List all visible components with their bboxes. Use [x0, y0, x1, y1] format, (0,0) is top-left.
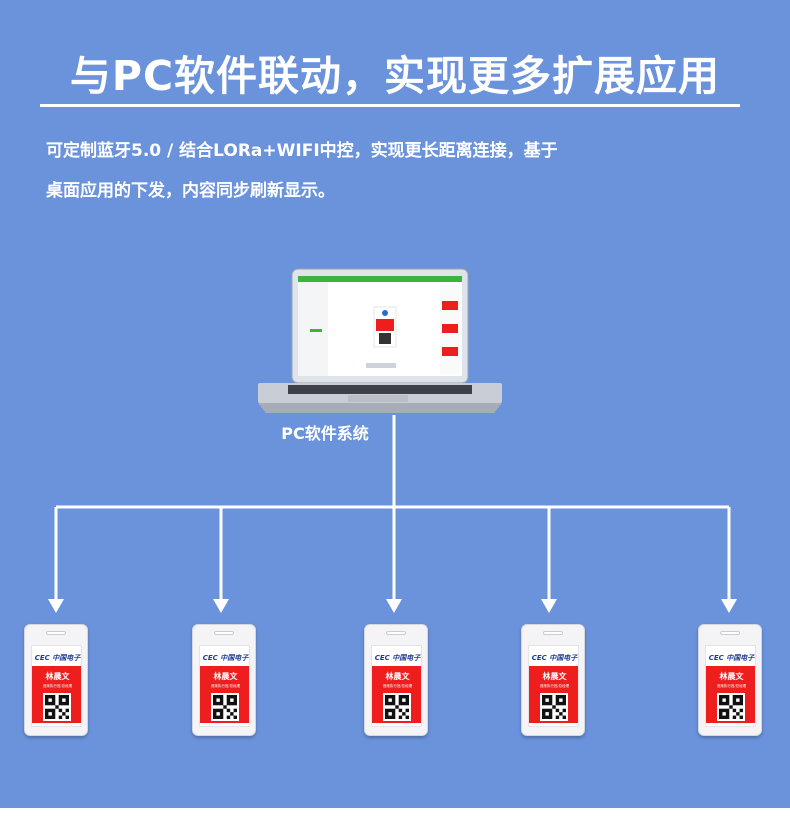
- badge-red-panel: 林晨文 首席执行官/总经理: [529, 666, 578, 723]
- badge-name: 林晨文: [213, 672, 238, 681]
- arrow-head: [386, 599, 402, 613]
- badge-screen: CEC 中国电子 林晨文 首席执行官/总经理: [31, 645, 82, 727]
- badge-red-panel: 林晨文 首席执行官/总经理: [372, 666, 421, 723]
- title-underline: [40, 104, 740, 107]
- cec-logo: CEC 中国电子: [708, 654, 755, 662]
- page-title: 与PC软件联动，实现更多扩展应用: [69, 52, 721, 100]
- qr-code-icon: [383, 693, 411, 721]
- e-paper-badge: CEC 中国电子 林晨文 首席执行官/总经理: [364, 624, 428, 736]
- connector-lines: [48, 415, 737, 613]
- lanyard-slot: [214, 631, 234, 635]
- badge-screen: CEC 中国电子 林晨文 首席执行官/总经理: [705, 645, 756, 727]
- lanyard-slot: [46, 631, 66, 635]
- description-line-1: 可定制蓝牙5.0 / 结合LORa+WIFI中控，实现更长距离连接，基于: [46, 141, 558, 161]
- lanyard-slot: [720, 631, 740, 635]
- badge-role: 首席执行官/总经理: [382, 684, 413, 688]
- qr-code-icon: [540, 693, 568, 721]
- description-line-2: 桌面应用的下发，内容同步刷新显示。: [46, 181, 335, 201]
- arrow-head: [721, 599, 737, 613]
- cec-logo: CEC 中国电子: [374, 654, 421, 662]
- badge-red-panel: 林晨文 首席执行官/总经理: [200, 666, 249, 723]
- lanyard-slot: [543, 631, 563, 635]
- e-paper-badge: CEC 中国电子 林晨文 首席执行官/总经理: [521, 624, 585, 736]
- badge-role: 首席执行官/总经理: [539, 684, 570, 688]
- diagram-canvas: 与PC软件联动，实现更多扩展应用 可定制蓝牙5.0 / 结合LORa+WIFI中…: [0, 0, 790, 808]
- badge-screen: CEC 中国电子 林晨文 首席执行官/总经理: [199, 645, 250, 727]
- e-paper-badge: CEC 中国电子 林晨文 首席执行官/总经理: [698, 624, 762, 736]
- badge-name: 林晨文: [385, 672, 410, 681]
- e-paper-badge: CEC 中国电子 林晨文 首席执行官/总经理: [192, 624, 256, 736]
- arrow-head: [541, 599, 557, 613]
- badge-red-panel: 林晨文 首席执行官/总经理: [32, 666, 81, 723]
- lanyard-slot: [386, 631, 406, 635]
- badge-name: 林晨文: [542, 672, 567, 681]
- badge-role: 首席执行官/总经理: [42, 684, 73, 688]
- badge-name: 林晨文: [45, 672, 70, 681]
- cec-logo: CEC 中国电子: [34, 654, 81, 662]
- qr-code-icon: [211, 693, 239, 721]
- pc-software-label: PC软件系统: [281, 424, 369, 443]
- badge-role: 首席执行官/总经理: [210, 684, 241, 688]
- cec-logo: CEC 中国电子: [202, 654, 249, 662]
- arrow-head: [213, 599, 229, 613]
- badge-red-panel: 林晨文 首席执行官/总经理: [706, 666, 755, 723]
- laptop-icon: [258, 268, 502, 413]
- badge-screen: CEC 中国电子 林晨文 首席执行官/总经理: [528, 645, 579, 727]
- badge-name: 林晨文: [719, 672, 744, 681]
- arrow-head: [48, 599, 64, 613]
- badge-role: 首席执行官/总经理: [716, 684, 747, 688]
- cec-logo: CEC 中国电子: [531, 654, 578, 662]
- qr-code-icon: [717, 693, 745, 721]
- badge-screen: CEC 中国电子 林晨文 首席执行官/总经理: [371, 645, 422, 727]
- e-paper-badge: CEC 中国电子 林晨文 首席执行官/总经理: [24, 624, 88, 736]
- qr-code-icon: [43, 693, 71, 721]
